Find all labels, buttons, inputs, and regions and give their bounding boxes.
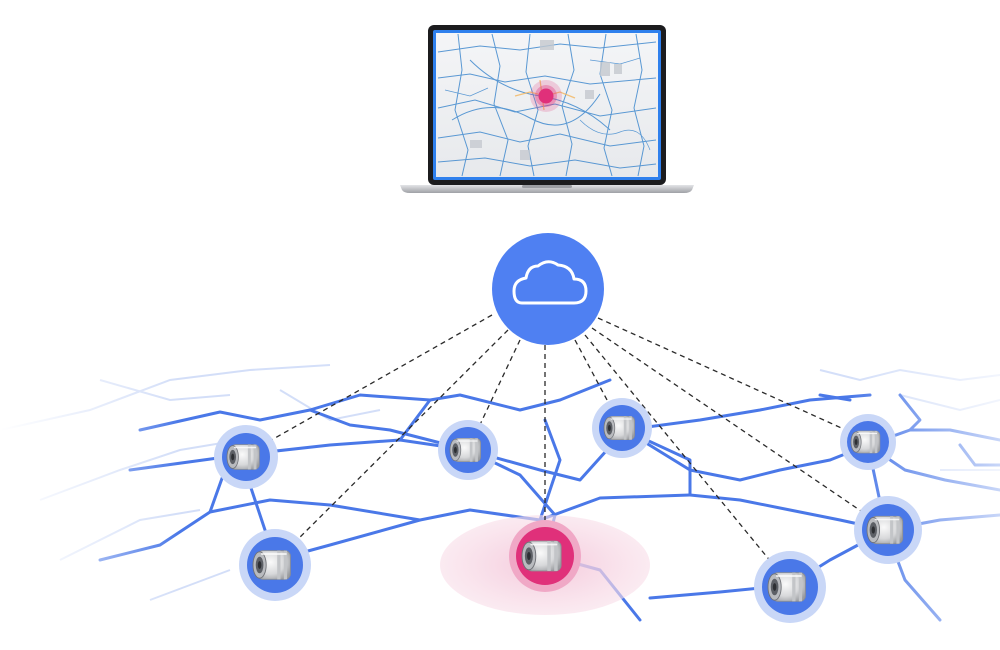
sensor-node [239, 529, 311, 601]
cloud-node [492, 233, 604, 345]
water-meter-sensor-icon [767, 571, 807, 603]
sensor-node [214, 425, 278, 489]
sensor-node [854, 496, 922, 564]
sensor-node [438, 420, 498, 480]
water-meter-sensor-icon [850, 430, 881, 454]
water-meter-sensor-icon [603, 415, 636, 441]
cloud-icon [512, 260, 588, 305]
water-meter-sensor-icon [252, 549, 292, 581]
city-map [437, 33, 657, 177]
sensor-node [754, 551, 826, 623]
map-screen [436, 33, 658, 177]
location-marker-icon [530, 80, 562, 112]
sensor-node [840, 414, 896, 470]
water-meter-sensor-icon [226, 443, 261, 471]
water-meter-sensor-icon [449, 437, 482, 463]
water-meter-sensor-icon [521, 540, 562, 572]
connection-sensor-1 [244, 314, 493, 456]
laptop-icon [400, 25, 694, 193]
connection-sensor-5 [597, 317, 869, 441]
water-meter-sensor-icon [866, 515, 904, 545]
laptop-base [400, 185, 694, 193]
connection-sensor-2 [274, 329, 509, 563]
sensor-node-alert [509, 520, 581, 592]
sensor-node [592, 398, 652, 458]
